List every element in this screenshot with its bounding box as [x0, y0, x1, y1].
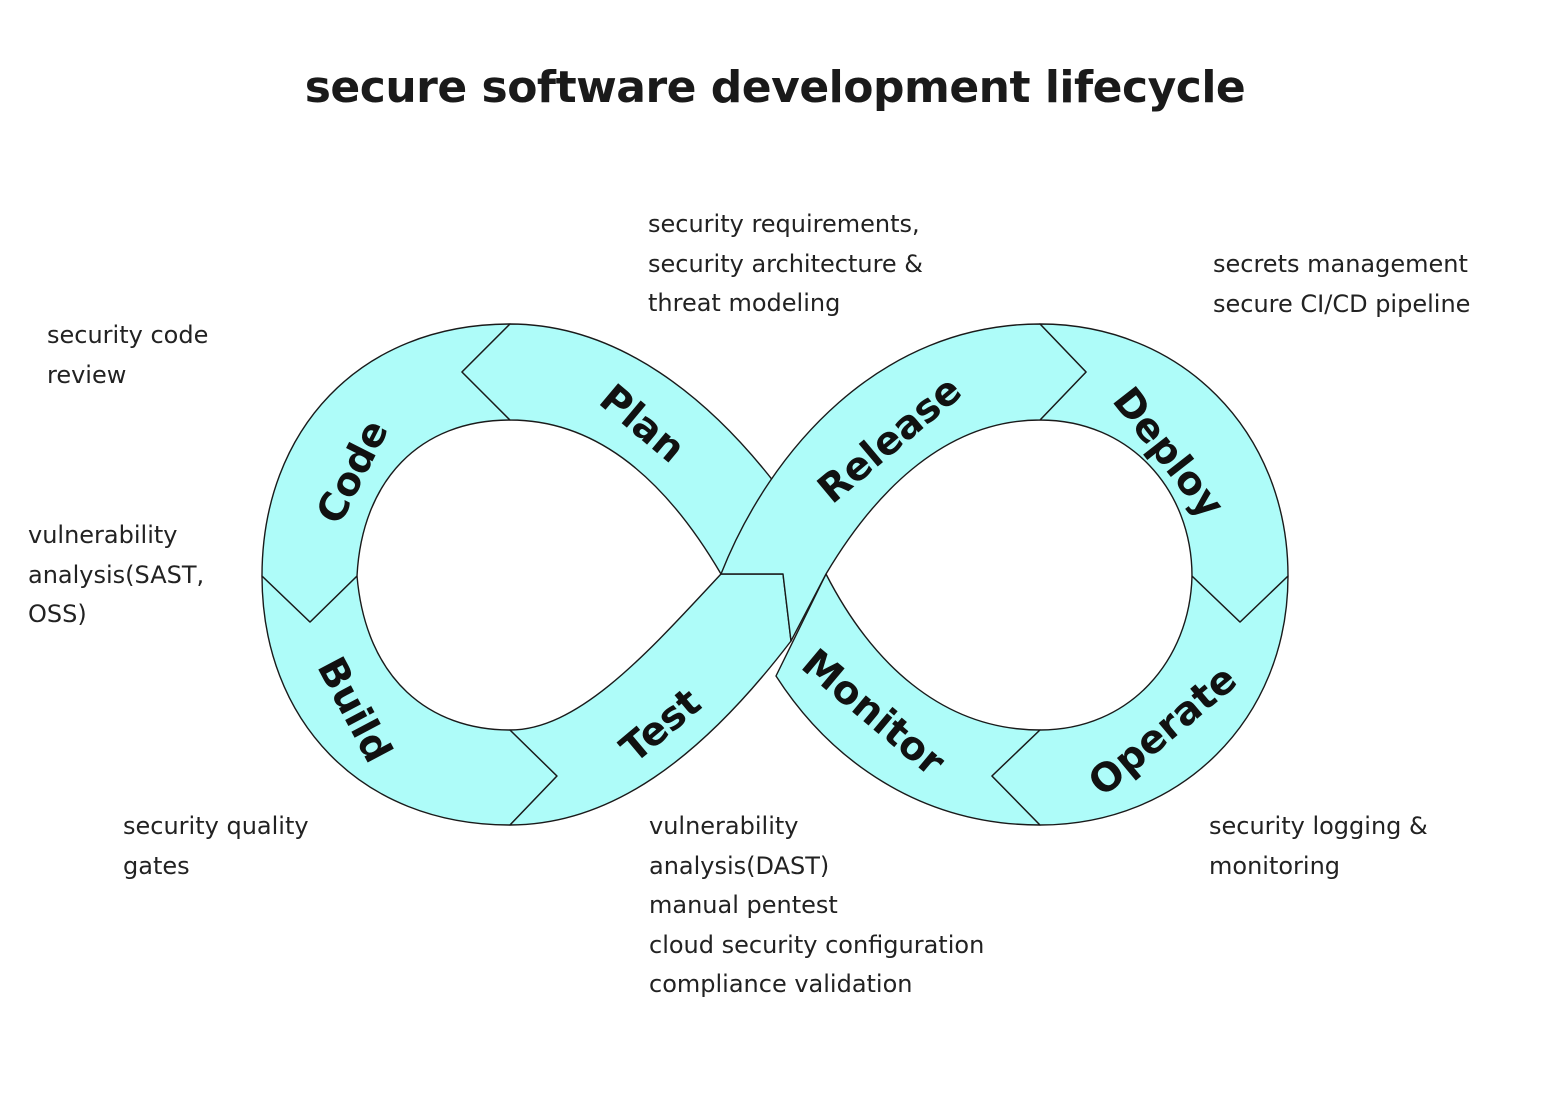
- band-test: [509, 573, 792, 826]
- note-line: secure CI/CD pipeline: [1213, 289, 1471, 318]
- band-deploy: [1039, 323, 1289, 623]
- note-code: security code review: [47, 316, 208, 395]
- loop-bands: [261, 323, 1289, 826]
- band-monitor: [775, 573, 1041, 826]
- note-line: manual pentest: [649, 891, 838, 919]
- note-line: compliance validation: [649, 970, 913, 998]
- note-line: vulnerability: [28, 521, 178, 549]
- note-line: analysis(SAST,: [28, 560, 205, 589]
- note-operate: security logging & monitoring: [1209, 807, 1428, 886]
- note-line: security code: [47, 321, 209, 349]
- note-line: OSS): [28, 600, 87, 628]
- band-release: [720, 323, 1087, 642]
- note-line: monitoring: [1209, 851, 1341, 880]
- note-test: vulnerability analysis(DAST) manual pent…: [649, 807, 984, 1005]
- note-build: security quality gates: [123, 807, 309, 886]
- note-line: vulnerability: [649, 812, 799, 840]
- note-line: cloud security configuration: [649, 930, 985, 959]
- note-line: review: [47, 360, 127, 389]
- note-line: secrets management: [1213, 250, 1468, 278]
- note-line: threat modeling: [648, 289, 841, 317]
- note-plan: security requirements, security architec…: [648, 205, 923, 324]
- band-plan: [461, 323, 775, 575]
- band-code: [261, 323, 511, 623]
- note-analysis: vulnerability analysis(SAST, OSS): [28, 516, 204, 635]
- note-line: security architecture &: [648, 249, 924, 278]
- note-line: gates: [123, 851, 190, 880]
- note-line: security quality: [123, 812, 309, 840]
- note-line: security requirements,: [648, 210, 920, 238]
- diagram-title: secure software development lifecycle: [304, 62, 1246, 113]
- note-line: security logging &: [1209, 812, 1428, 840]
- note-deploy: secrets management secure CI/CD pipeline: [1213, 245, 1470, 324]
- note-line: analysis(DAST): [649, 851, 830, 880]
